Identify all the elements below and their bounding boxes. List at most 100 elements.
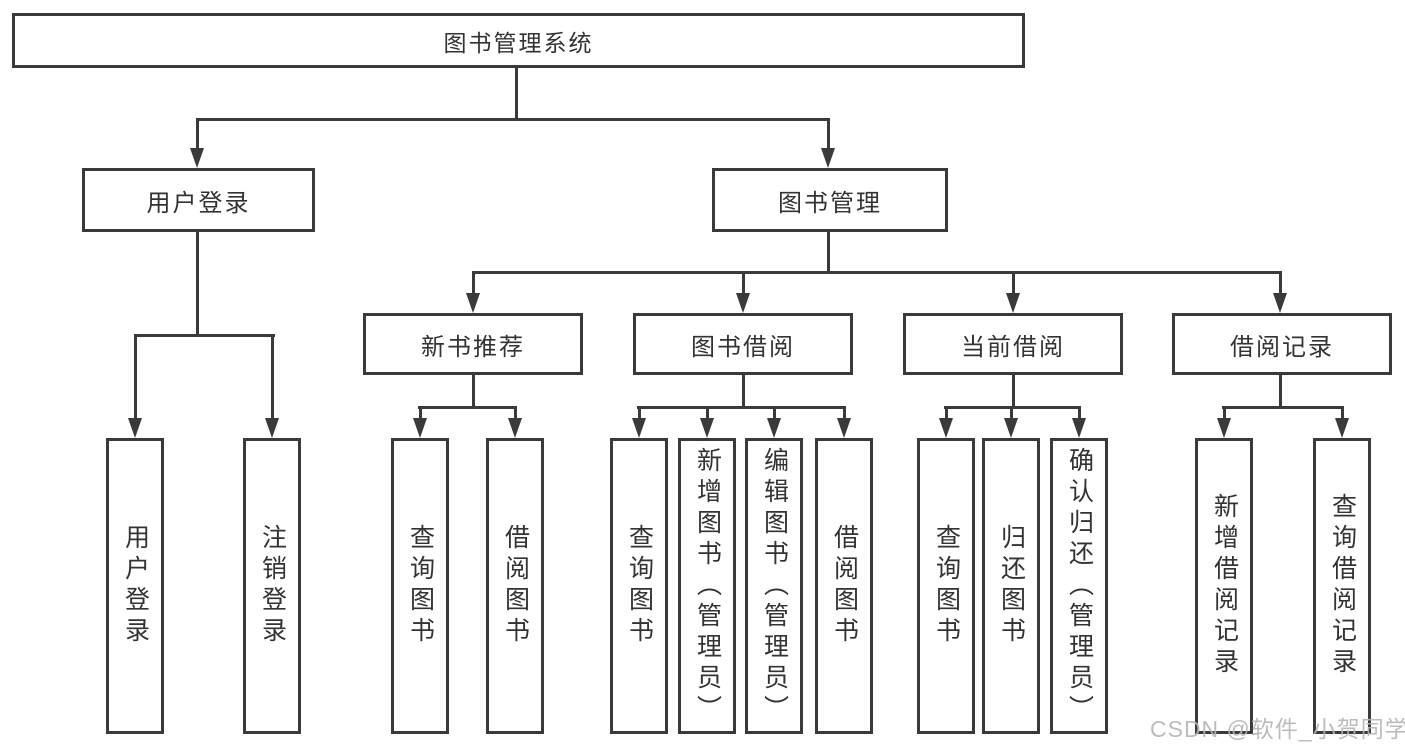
arrow-head-icon — [1072, 418, 1086, 438]
arrow-to-leaf-return-books — [1003, 406, 1019, 438]
connector-bookmgmt-branch — [472, 271, 1282, 274]
arrow-shaft — [705, 406, 709, 422]
arrow-to-leaf-add-books — [699, 406, 715, 438]
arrow-to-user-login — [189, 118, 205, 168]
arrow-head-icon — [767, 418, 781, 438]
leaf-add-books-admin: 新增图书（管理员） — [678, 438, 736, 734]
arrow-shaft — [1077, 406, 1081, 422]
node-label: 图书管理 — [778, 189, 882, 217]
arrow-head-icon — [1217, 418, 1231, 438]
leaf-label: 查询图书 — [406, 524, 435, 648]
arrow-head-icon — [736, 293, 750, 313]
connector-recommend-drop — [472, 375, 475, 409]
arrow-shaft — [772, 406, 776, 422]
leaf-borrow-books: 借阅图书 — [815, 438, 873, 734]
connector-recommend-branch — [418, 406, 517, 409]
arrow-head-icon — [700, 418, 714, 438]
arrow-to-leaf-query-record — [1334, 406, 1350, 438]
node-label: 用户登录 — [146, 189, 251, 217]
node-label: 图书借阅 — [691, 333, 795, 361]
arrow-to-leaf-query-books — [631, 406, 647, 438]
leaf-borrow-books-recommend: 借阅图书 — [486, 438, 544, 734]
arrow-to-current-borrow — [1005, 271, 1021, 313]
leaf-label: 确认归还（管理员） — [1065, 446, 1094, 726]
connector-bookmgmt-drop — [827, 232, 830, 274]
arrow-to-borrow-records — [1272, 271, 1288, 313]
arrow-head-icon — [1004, 418, 1018, 438]
leaf-label: 新增图书（管理员） — [693, 446, 722, 726]
arrow-head-icon — [1273, 293, 1287, 313]
connector-userlogin-branch — [134, 334, 275, 337]
arrow-to-leaf-borrow-recommend — [507, 406, 523, 438]
arrow-to-leaf-borrow-books — [836, 406, 852, 438]
connector-userlogin-drop — [196, 232, 199, 336]
arrow-shaft — [195, 118, 199, 152]
leaf-label: 新增借阅记录 — [1210, 493, 1239, 679]
arrow-to-leaf-query-recommend — [412, 406, 428, 438]
arrow-head-icon — [466, 293, 480, 313]
node-label: 新书推荐 — [421, 333, 525, 361]
arrow-to-leaf-query-current — [938, 406, 954, 438]
connector-records-branch — [1222, 406, 1344, 409]
root-node-library-system: 图书管理系统 — [12, 13, 1025, 68]
leaf-label: 用户登录 — [121, 524, 150, 648]
arrow-head-icon — [508, 418, 522, 438]
leaf-label: 查询借阅记录 — [1328, 493, 1357, 679]
leaf-query-books-current: 查询图书 — [917, 438, 975, 734]
arrow-head-icon — [265, 418, 279, 438]
arrow-head-icon — [128, 418, 142, 438]
node-label: 当前借阅 — [961, 333, 1065, 361]
arrow-shaft — [741, 271, 745, 297]
arrow-head-icon — [413, 418, 427, 438]
arrow-to-leaf-add-record — [1216, 406, 1232, 438]
connector-records-drop — [1279, 375, 1282, 409]
node-borrow-records: 借阅记录 — [1172, 313, 1392, 375]
connector-root-drop — [515, 66, 518, 120]
connector-borrow-drop — [742, 375, 745, 409]
leaf-query-books-recommend: 查询图书 — [391, 438, 449, 734]
arrow-shaft — [133, 334, 137, 422]
csdn-watermark: CSDN @软件_小贺同学 — [1150, 716, 1405, 742]
leaf-label: 注销登录 — [258, 524, 287, 648]
node-new-book-recommend: 新书推荐 — [363, 313, 583, 375]
connector-level1-branch — [196, 118, 830, 121]
arrow-shaft — [1278, 271, 1282, 297]
leaf-edit-books-admin: 编辑图书（管理员） — [745, 438, 803, 734]
leaf-label: 借阅图书 — [830, 524, 859, 648]
arrow-to-leaf-logout — [264, 334, 280, 438]
arrow-head-icon — [632, 418, 646, 438]
arrow-shaft — [1009, 406, 1013, 422]
arrow-shaft — [270, 334, 274, 422]
leaf-label: 借阅图书 — [501, 524, 530, 648]
arrow-to-leaf-user-login — [127, 334, 143, 438]
arrow-shaft — [513, 406, 517, 422]
arrow-head-icon — [1006, 293, 1020, 313]
leaf-label: 编辑图书（管理员） — [760, 446, 789, 726]
arrow-head-icon — [837, 418, 851, 438]
leaf-return-books: 归还图书 — [982, 438, 1040, 734]
arrow-to-book-management — [820, 118, 836, 168]
node-label: 借阅记录 — [1230, 333, 1334, 361]
arrow-to-new-book-recommend — [465, 271, 481, 313]
arrow-head-icon — [821, 148, 835, 168]
leaf-confirm-return-admin: 确认归还（管理员） — [1050, 438, 1108, 734]
leaf-query-borrow-record: 查询借阅记录 — [1313, 438, 1371, 734]
root-node-label: 图书管理系统 — [443, 29, 594, 56]
arrow-head-icon — [190, 148, 204, 168]
arrow-shaft — [826, 118, 830, 152]
arrow-to-leaf-confirm-return — [1071, 406, 1087, 438]
arrow-shaft — [418, 406, 422, 422]
arrow-head-icon — [1335, 418, 1349, 438]
connector-borrow-branch — [637, 406, 846, 409]
arrow-shaft — [471, 271, 475, 297]
arrow-shaft — [1340, 406, 1344, 422]
arrow-to-leaf-edit-books — [766, 406, 782, 438]
arrow-shaft — [637, 406, 641, 422]
leaf-add-borrow-record: 新增借阅记录 — [1195, 438, 1253, 734]
arrow-to-book-borrow — [735, 271, 751, 313]
connector-current-drop — [1012, 375, 1015, 409]
arrow-shaft — [1222, 406, 1226, 422]
leaf-label: 查询图书 — [932, 524, 961, 648]
node-book-management: 图书管理 — [712, 168, 948, 232]
